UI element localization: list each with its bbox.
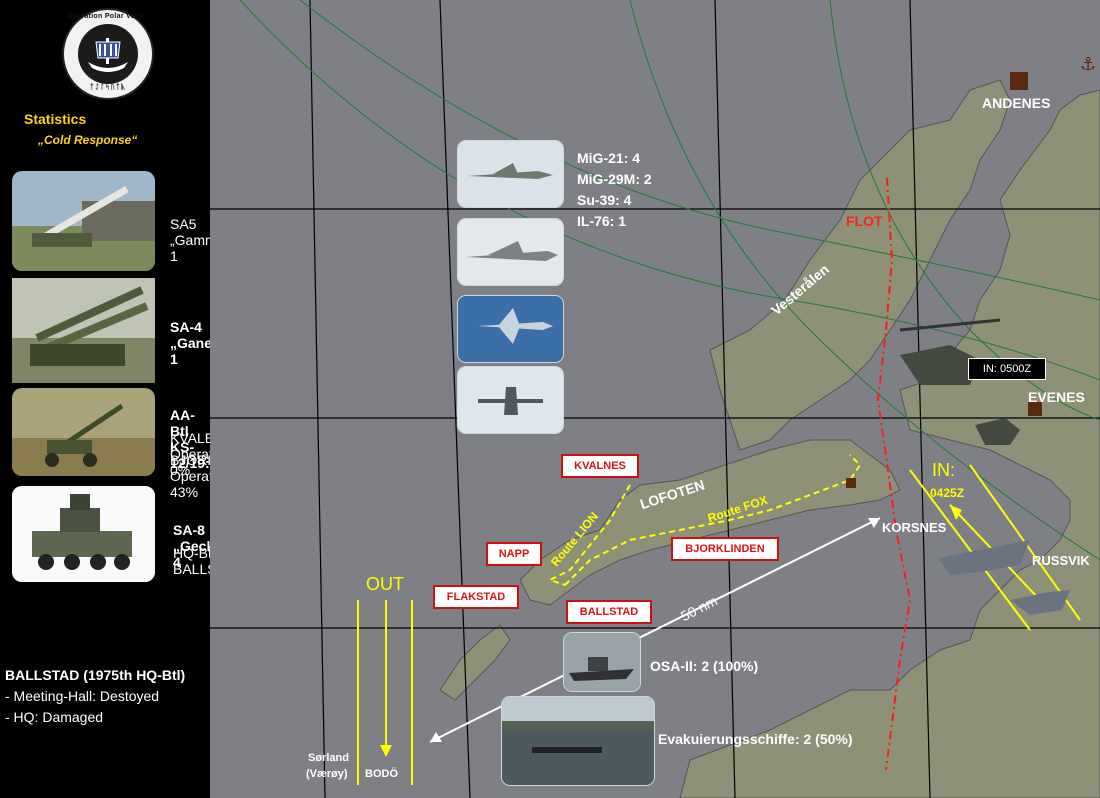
mainland (679, 89, 1100, 798)
flot-line (876, 177, 912, 771)
ballstad-status-block: BALLSTAD (1975th HQ-Btl) - Meeting-Hall:… (5, 665, 185, 728)
su39-photo (457, 295, 564, 363)
aircraft-su39: Su-39: 4 (577, 192, 632, 208)
label-bodo: BODÖ (365, 768, 398, 780)
logo-text-bottom: ᛏᛇᛚᛋᚢᛏᚣ (89, 84, 127, 91)
label-flot: FLOT (846, 213, 883, 229)
mig29-photo (457, 218, 564, 286)
range-rings (239, 0, 1100, 561)
aa-btl-label: AA-Btl KS-12/19: (170, 407, 210, 471)
logo-text-top: Operation Polar Vortex (66, 13, 150, 20)
helicopter-icon (899, 318, 1001, 385)
statistics-subtitle: „Cold Response“ (38, 133, 138, 147)
label-vaeroy: (Værøy) (306, 768, 348, 780)
evac-ship-photo (501, 696, 655, 786)
statistics-title: Statistics (24, 111, 87, 127)
logo-emblem (78, 24, 138, 84)
out-arrows (357, 600, 413, 785)
label-russvik: RUSSVIK (1032, 553, 1090, 568)
outer-islands (439, 624, 511, 701)
osa-status: OSA-II: 2 (100%) (650, 658, 759, 674)
meeting-hall-status: - Meeting-Hall: Destoyed (5, 688, 160, 704)
label-sorland: Sørland (308, 752, 349, 764)
location-kvalnes[interactable]: KVALNES (561, 454, 639, 478)
label-andenes: ANDENES (982, 95, 1051, 111)
operation-logo: Operation Polar Vortex ᛏᛇᛚᛋᚢᛏᚣ (62, 8, 154, 100)
mig21-photo (457, 140, 564, 208)
location-napp[interactable]: NAPP (486, 542, 542, 566)
sa5-photo (12, 171, 155, 271)
aa-gun-photo (12, 388, 155, 476)
label-in: IN: (932, 460, 956, 480)
fighter-jet-icon (938, 540, 1030, 575)
fighter-jet-icon-2 (1010, 590, 1070, 615)
aircraft-mig29m: MiG-29M: 2 (577, 171, 652, 187)
hq-status: - HQ: Damaged (5, 709, 104, 725)
sa4-photo (12, 278, 155, 383)
route-fox-path (564, 454, 862, 586)
map-grid (210, 0, 1100, 798)
il76-photo (457, 366, 564, 434)
aircraft-list: MiG-21: 4 MiG-29M: 2 Su-39: 4 IL-76: 1 (577, 148, 652, 232)
label-korsnes: KORSNES (882, 520, 947, 535)
route-lion-path (547, 484, 631, 586)
label-out: OUT (366, 574, 404, 594)
airfield-icons (846, 72, 1042, 488)
viking-ship-icon (88, 38, 128, 72)
osa-boat-photo (563, 632, 641, 692)
in-time-box: IN: 0500Z (968, 358, 1046, 380)
anchor-icon: ⚓ (1080, 54, 1096, 75)
aircraft-il76: IL-76: 1 (577, 213, 627, 229)
left-panel: Operation Polar Vortex ᛏᛇᛚᛋᚢᛏᚣ Statistic… (0, 0, 272, 798)
location-flakstad[interactable]: FLAKSTAD (433, 585, 519, 609)
location-ballstad[interactable]: BALLSTAD (566, 600, 652, 624)
location-bjorklinden[interactable]: BJORKLINDEN (671, 537, 779, 561)
map-canvas[interactable]: ⚓ (210, 0, 1100, 798)
label-in-time: 0425Z (930, 486, 965, 500)
label-evenes: EVENES (1028, 389, 1085, 405)
ballstad-status-title: BALLSTAD (1975th HQ-Btl) (5, 667, 186, 683)
sa8-photo (12, 486, 155, 582)
aircraft-mig21: MiG-21: 4 (577, 150, 641, 166)
helicopter-icon-2 (975, 418, 1020, 445)
vesteralen-island (709, 79, 1011, 451)
tactical-map[interactable]: ⚓ ANDENES FLOT Vesterålen IN: 0500Z EVEN… (210, 0, 1100, 798)
lofoten-island (519, 439, 901, 606)
evac-status: Evakuierungsschiffe: 2 (50%) (658, 731, 853, 747)
